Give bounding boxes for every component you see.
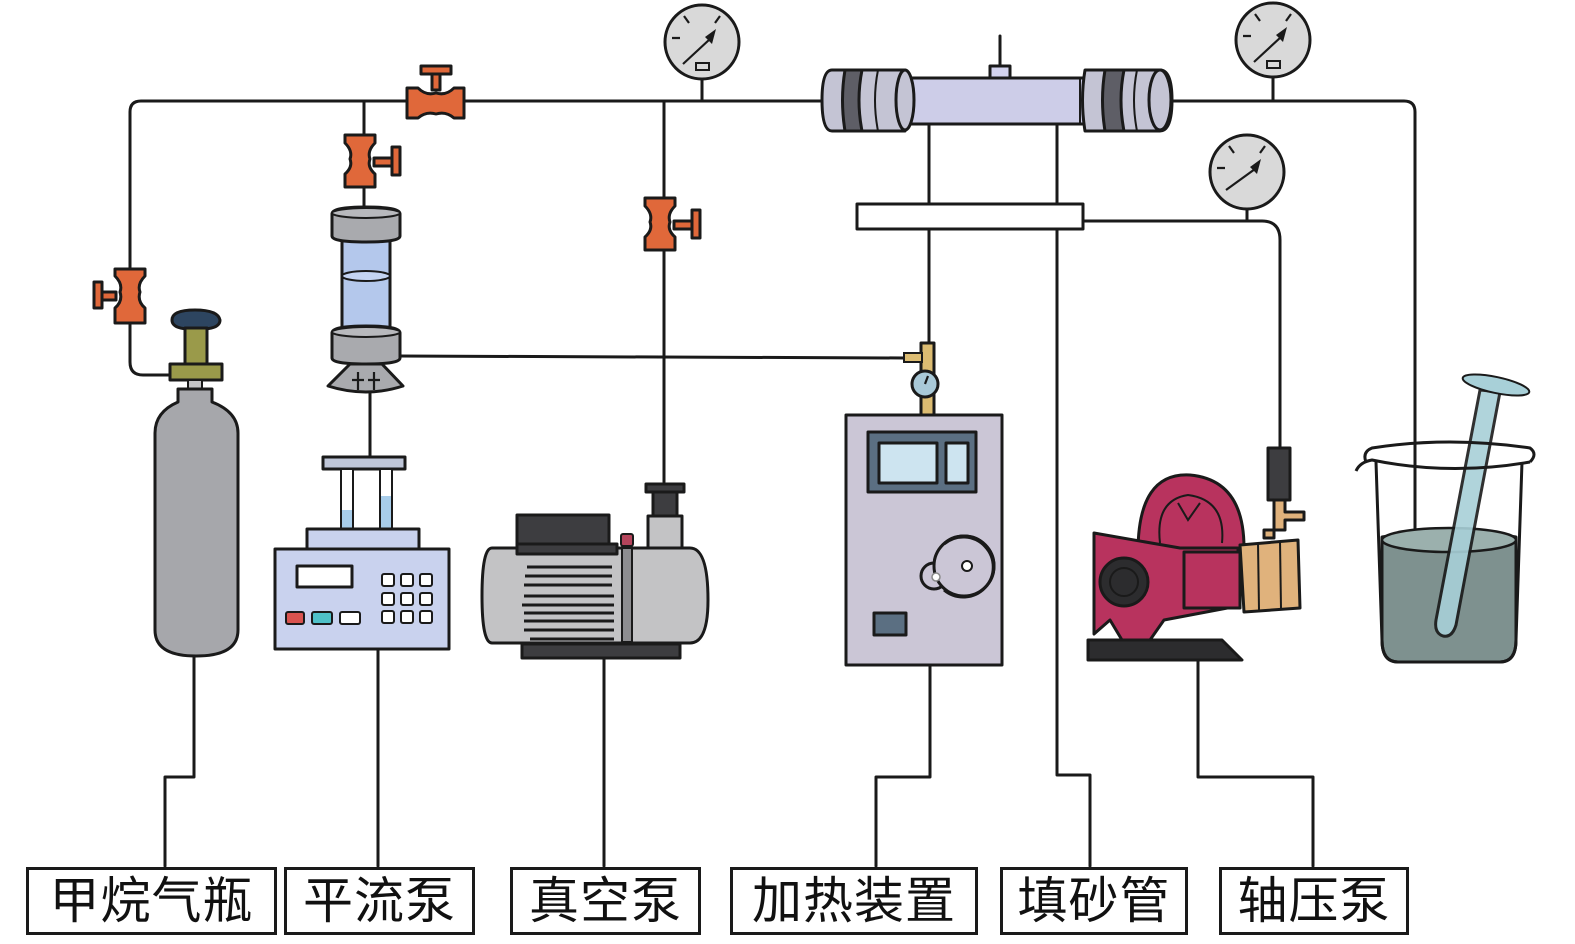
vacuum-fins <box>522 565 614 641</box>
valve-flow-pump[interactable] <box>343 133 402 189</box>
pump-upper-block <box>305 527 421 551</box>
test-tube-body <box>1434 388 1502 638</box>
gas-cylinder-body <box>153 387 240 658</box>
pump-button-teal[interactable] <box>311 611 333 625</box>
beaker-glass <box>1354 440 1536 664</box>
valve-handle <box>690 208 702 240</box>
pipe-axial <box>1081 219 1282 450</box>
leader-axial <box>1196 658 1315 868</box>
holder-right-end <box>1081 68 1174 133</box>
holder-tube <box>898 76 1092 126</box>
label-constant-flow-pump: 平流泵 <box>284 867 475 935</box>
valve-body <box>643 196 677 252</box>
pipe-network <box>128 34 1446 868</box>
vacuum-base <box>520 642 682 660</box>
leader-methane <box>163 653 196 868</box>
container-base <box>326 362 405 394</box>
valve-stem <box>372 156 394 168</box>
regulator-stem <box>183 326 209 368</box>
vacuum-pump <box>480 482 710 660</box>
pump-keypad[interactable] <box>381 573 433 624</box>
holder-left-end <box>820 68 916 133</box>
valve-handle <box>92 280 104 310</box>
pressure-gauge-inlet <box>663 3 741 81</box>
pipe-container-heater <box>396 354 907 360</box>
regulator-body <box>168 362 224 382</box>
valve-main-line[interactable] <box>405 64 466 120</box>
axial-pump-chamber <box>1238 538 1302 614</box>
test-tube <box>1434 373 1531 638</box>
pipe-main-left <box>128 99 412 302</box>
valve-stem <box>672 219 694 231</box>
heater-screen-side <box>944 441 970 485</box>
heater-control-knob[interactable] <box>919 534 996 599</box>
holder-top-port <box>988 64 1012 80</box>
test-tube-rim <box>1461 373 1531 397</box>
label-sand-pack-tube: 填砂管 <box>1000 867 1188 935</box>
label-vacuum-pump: 真空泵 <box>510 867 701 935</box>
axial-pump-base <box>1086 638 1244 662</box>
valve-vacuum[interactable] <box>643 196 702 252</box>
valve-cylinder[interactable] <box>92 267 147 325</box>
methane-cylinder <box>153 308 240 658</box>
heater-screen-main <box>877 441 939 485</box>
axial-pump-housing <box>1182 550 1242 610</box>
pump-button-white[interactable] <box>339 611 361 625</box>
pump-top-bar <box>321 455 407 471</box>
label-axial-pressure-pump: 轴压泵 <box>1219 867 1409 935</box>
label-heating-device: 加热装置 <box>730 867 978 935</box>
valve-handle <box>390 145 402 177</box>
label-methane-cylinder: 甲烷气瓶 <box>26 867 277 935</box>
valve-body <box>113 267 147 325</box>
leader-heater <box>874 663 932 868</box>
pump-button-red[interactable] <box>285 611 305 625</box>
valve-body <box>405 86 466 120</box>
sand-pack-holder <box>820 64 1174 133</box>
valve-body <box>343 133 377 189</box>
pump-display <box>295 564 354 589</box>
axial-connector <box>1266 446 1292 502</box>
valve-handle <box>419 64 453 76</box>
intermediate-container <box>326 205 405 394</box>
valve-stem <box>100 290 118 302</box>
axial-fitting <box>1262 498 1306 540</box>
pressure-gauge-outlet <box>1234 1 1312 79</box>
pipe-cylinder-link <box>128 320 174 377</box>
constant-flow-pump <box>273 455 451 651</box>
confining-plate <box>855 202 1085 231</box>
heater-switch[interactable] <box>872 611 908 637</box>
heating-device <box>844 341 1004 667</box>
pressure-gauge-axial <box>1208 133 1286 211</box>
pipe-sand-tube-leader <box>1055 227 1092 868</box>
axial-pressure-pump <box>1086 446 1306 662</box>
regulator-knob <box>170 308 222 331</box>
